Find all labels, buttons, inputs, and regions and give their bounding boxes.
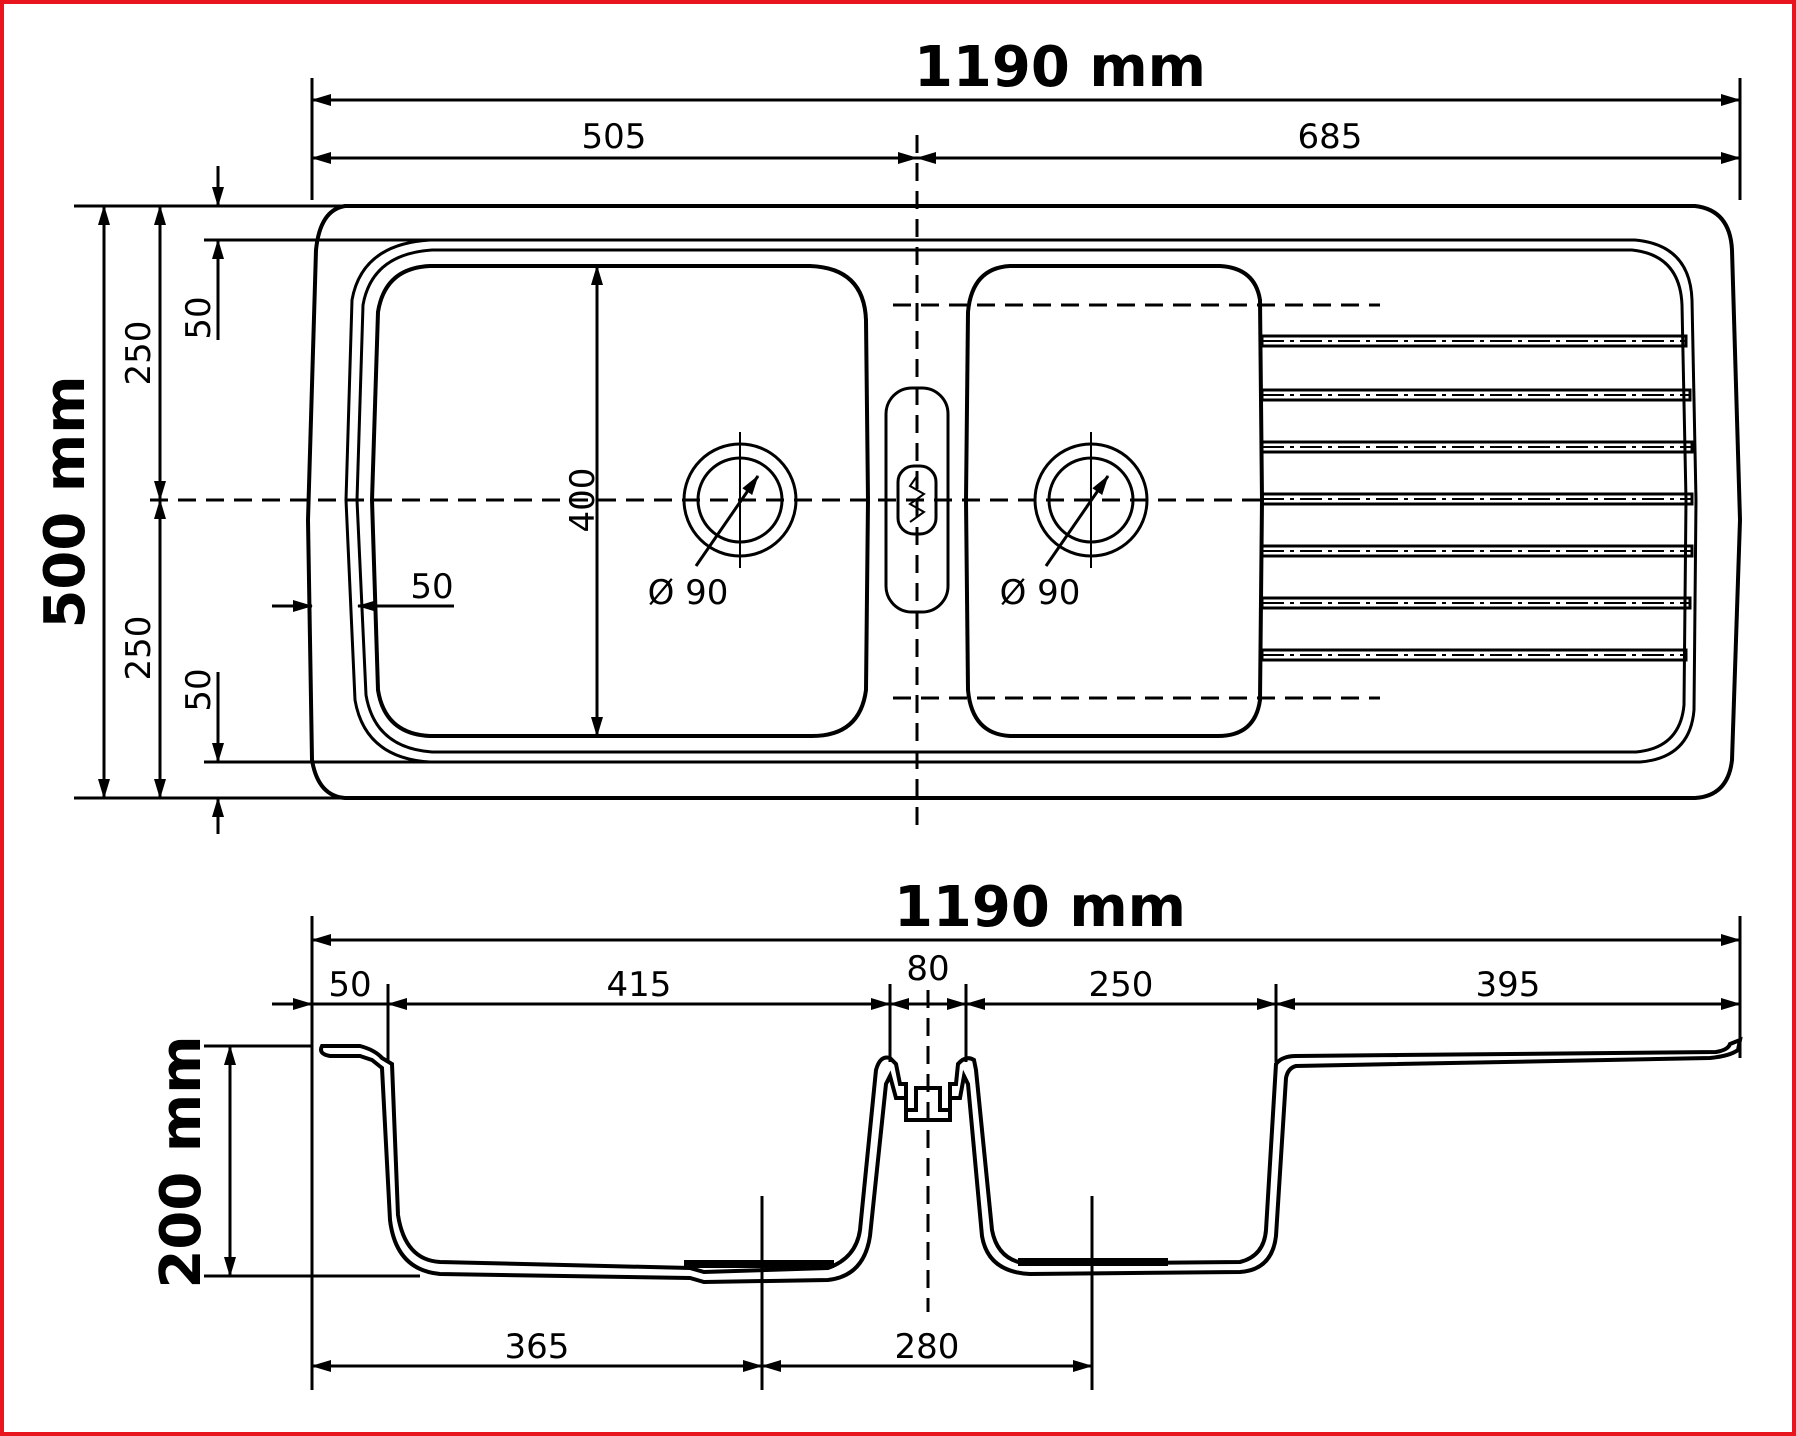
left-drain-diameter-label: Ø 90 xyxy=(648,573,729,613)
drainer-grooves xyxy=(1260,334,1694,662)
seg-divider-label: 80 xyxy=(906,949,949,989)
lower-half-label: 250 xyxy=(119,616,159,681)
side-overall-width-label: 1190 mm xyxy=(894,875,1186,940)
sink-inner-rim xyxy=(344,238,1698,764)
side-view: 1190 mm 50 415 80 250 395 200 mm 365 280 xyxy=(149,875,1743,1390)
top-overall-width-label: 1190 mm xyxy=(914,35,1206,100)
seg-right-bowl-label: 250 xyxy=(1089,965,1154,1005)
upper-half-label: 250 xyxy=(119,321,159,386)
top-view: 1190 mm 505 685 500 mm 250 250 50 50 50 … xyxy=(33,35,1743,834)
right-drain-diameter-label: Ø 90 xyxy=(1000,573,1081,613)
left-width-label: 505 xyxy=(582,117,647,157)
sink-outline xyxy=(305,204,1743,800)
left-bowl xyxy=(369,264,871,738)
sink-inner-rim-2 xyxy=(355,248,1688,754)
right-bowl xyxy=(963,264,1265,738)
seg-left-rim-label: 50 xyxy=(328,965,371,1005)
side-height-label: 200 mm xyxy=(149,1035,214,1288)
drain-left-offset-label: 365 xyxy=(505,1327,570,1367)
top-rim-label: 50 xyxy=(179,296,219,339)
bowl-depth-label: 400 xyxy=(563,468,603,533)
seg-drainer-label: 395 xyxy=(1476,965,1541,1005)
bottom-rim-label: 50 xyxy=(179,668,219,711)
right-width-label: 685 xyxy=(1298,117,1363,157)
seg-left-bowl-label: 415 xyxy=(607,965,672,1005)
top-overall-depth-label: 500 mm xyxy=(33,375,98,628)
side-rim-label: 50 xyxy=(410,567,453,607)
drain-spacing-label: 280 xyxy=(895,1327,960,1367)
left-drain-plate xyxy=(684,1260,834,1268)
sink-profile xyxy=(319,1036,1743,1285)
